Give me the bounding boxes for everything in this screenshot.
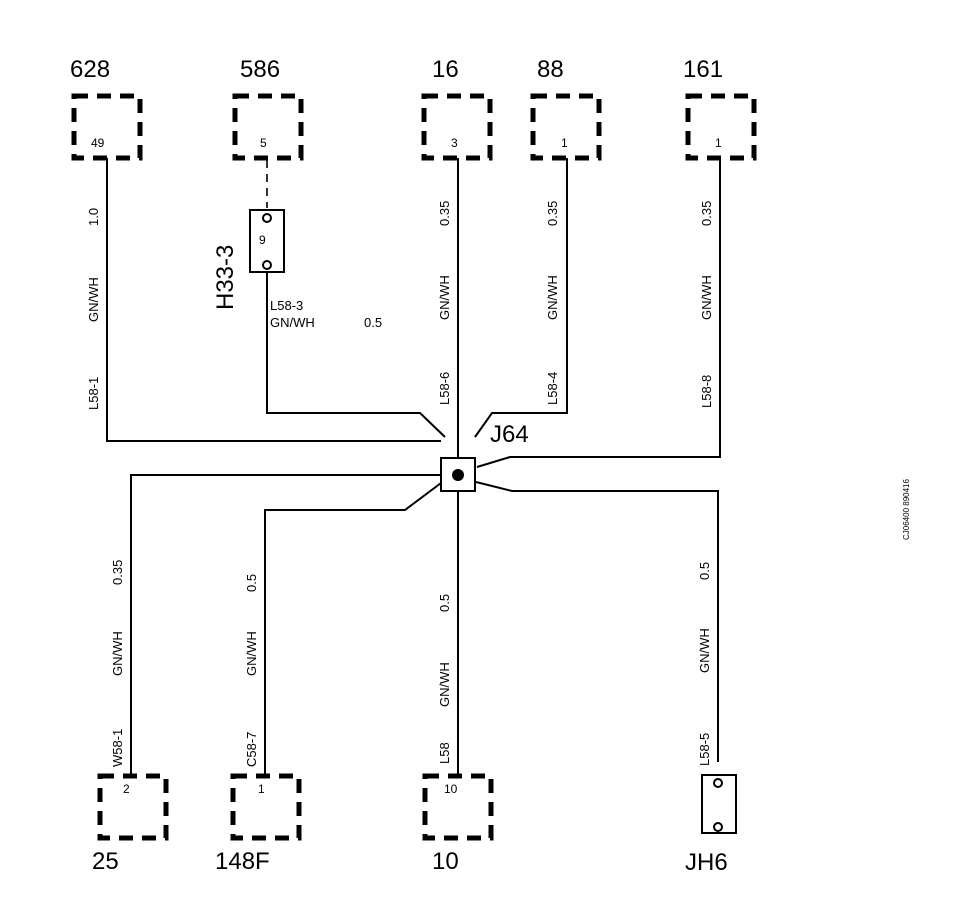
wire-jh6-gauge: 0.5 [697, 562, 712, 580]
component-586-id: 586 [240, 56, 280, 83]
component-25-pin: 2 [123, 782, 130, 796]
connector-h33-3-pin: 9 [259, 233, 266, 247]
wire-h33-color: GN/WH [270, 315, 315, 330]
wire-10-circuit: L58 [437, 742, 452, 764]
wire-88-color: GN/WH [545, 275, 560, 320]
splice-dot [452, 469, 464, 481]
wire-jh6-color: GN/WH [697, 628, 712, 673]
wire-25 [130, 474, 441, 778]
component-586: 586 5 [232, 56, 304, 161]
wire-10-color: GN/WH [437, 662, 452, 707]
wire-25-color: GN/WH [110, 631, 125, 676]
wire-h33-circuit: L58-3 [270, 298, 303, 313]
wire-16-color: GN/WH [437, 275, 452, 320]
component-88-pin: 1 [561, 136, 568, 150]
wire-88-gauge: 0.35 [545, 201, 560, 226]
component-148f-pin: 1 [258, 782, 265, 796]
wire-161 [476, 158, 721, 468]
wire-16-circuit: L58-6 [437, 372, 452, 405]
component-161: 161 1 [683, 56, 757, 161]
component-161-id: 161 [683, 56, 723, 83]
component-25: 25 2 [92, 773, 169, 875]
wire-88-circuit: L58-4 [545, 372, 560, 405]
wire-628-gauge: 1.0 [86, 208, 101, 226]
component-88: 88 1 [530, 56, 602, 161]
wire-161-color: GN/WH [699, 275, 714, 320]
component-628-id: 628 [70, 56, 110, 83]
component-148f-id: 148F [215, 848, 270, 875]
wire-jh6 [475, 481, 719, 762]
wire-10-gauge: 0.5 [437, 594, 452, 612]
component-16: 16 3 [421, 56, 493, 161]
splice-j64-name: J64 [490, 421, 529, 448]
wire-h33-gauge: 0.5 [364, 315, 382, 330]
splice-j64: J64 [440, 421, 529, 492]
wire-25-circuit: W58-1 [110, 729, 125, 767]
component-88-id: 88 [537, 56, 564, 83]
wire-628-circuit: L58-1 [86, 377, 101, 410]
wire-161-gauge: 0.35 [699, 201, 714, 226]
wire-148f-gauge: 0.5 [244, 574, 259, 592]
connector-h33-3: 9 H33-3 [212, 160, 285, 310]
connector-jh6: JH6 [685, 774, 737, 876]
component-628-pin: 49 [91, 136, 105, 150]
component-628: 628 49 [70, 56, 143, 161]
component-586-pin: 5 [260, 136, 267, 150]
component-25-id: 25 [92, 848, 119, 875]
wire-628 [106, 158, 441, 442]
connector-h33-3-name: H33-3 [212, 245, 239, 310]
wire-161-circuit: L58-8 [699, 375, 714, 408]
wire-148f-color: GN/WH [244, 631, 259, 676]
wire-h33 [266, 272, 446, 438]
wire-148f [264, 482, 442, 778]
wire-25-gauge: 0.35 [110, 560, 125, 585]
wire-16-gauge: 0.35 [437, 201, 452, 226]
wire-148f-circuit: C58-7 [244, 732, 259, 767]
wire-628-color: GN/WH [86, 277, 101, 322]
figure-id: CJ06400 890416 [902, 479, 911, 540]
component-10: 10 10 [422, 773, 494, 875]
component-161-pin: 1 [715, 136, 722, 150]
component-16-id: 16 [432, 56, 459, 83]
wire-88 [474, 158, 568, 438]
component-10-pin: 10 [444, 782, 458, 796]
connector-jh6-name: JH6 [685, 849, 728, 876]
wire-jh6-circuit: L58-5 [697, 733, 712, 766]
component-16-pin: 3 [451, 136, 458, 150]
component-148f: 148F 1 [215, 773, 302, 875]
component-10-id: 10 [432, 848, 459, 875]
